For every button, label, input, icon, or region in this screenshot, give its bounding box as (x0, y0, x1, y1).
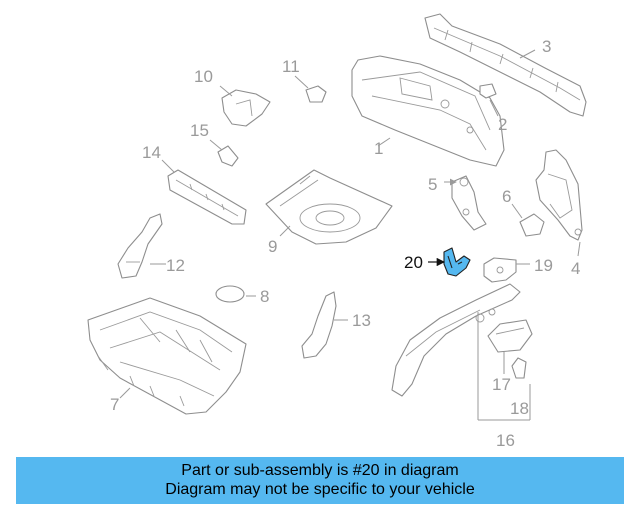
callout-13: 13 (352, 311, 371, 330)
part-12-bracket (117, 213, 163, 279)
callout-3: 3 (542, 37, 551, 56)
callout-5: 5 (428, 175, 437, 194)
part-2-clip (479, 83, 497, 99)
part-14-rail (167, 169, 247, 225)
part-5-bracket (451, 175, 487, 231)
part-4-quarter-panel (535, 149, 583, 241)
leader-lines (119, 49, 581, 421)
part-15-bracket (217, 145, 239, 167)
part-16-side-member (391, 283, 521, 397)
callout-19: 19 (534, 256, 553, 275)
part-1-rear-panel (351, 55, 505, 167)
callout-15: 15 (190, 121, 209, 140)
info-banner: Part or sub-assembly is #20 in diagram D… (16, 457, 624, 504)
part-18-bracket (511, 357, 527, 379)
banner-line-1: Part or sub-assembly is #20 in diagram (181, 462, 459, 479)
callout-6: 6 (502, 187, 511, 206)
callout-14: 14 (142, 143, 161, 162)
part-19-bracket (483, 257, 517, 283)
part-6-plate (519, 213, 545, 237)
callout-7: 7 (110, 395, 119, 414)
part-3-rear-cross-member (424, 13, 587, 117)
callout-16: 16 (496, 431, 515, 450)
part-8-plug (215, 285, 245, 303)
part-20-bracket-highlighted[interactable] (443, 247, 471, 277)
callout-2: 2 (498, 115, 507, 134)
callout-17: 17 (492, 375, 511, 394)
part-17-reinforcement (487, 319, 533, 353)
part-11-clip (305, 85, 327, 103)
callout-18: 18 (510, 399, 529, 418)
banner-line-2: Diagram may not be specific to your vehi… (165, 481, 475, 498)
callout-8: 8 (260, 287, 269, 306)
callout-4: 4 (571, 259, 580, 278)
callout-10: 10 (194, 67, 213, 86)
part-13-bracket (301, 291, 337, 359)
parts-diagram: 1 2 3 4 5 6 7 8 9 10 11 12 13 14 15 16 1… (87, 13, 587, 450)
callout-20: 20 (404, 253, 423, 272)
callout-12: 12 (166, 256, 185, 275)
part-7-floor-pan (87, 297, 247, 415)
callout-1: 1 (374, 139, 383, 158)
callout-11: 11 (282, 57, 300, 76)
part-9-spare-wheel-well (265, 169, 393, 245)
callout-9: 9 (268, 237, 277, 256)
part-10-bracket (221, 89, 271, 127)
